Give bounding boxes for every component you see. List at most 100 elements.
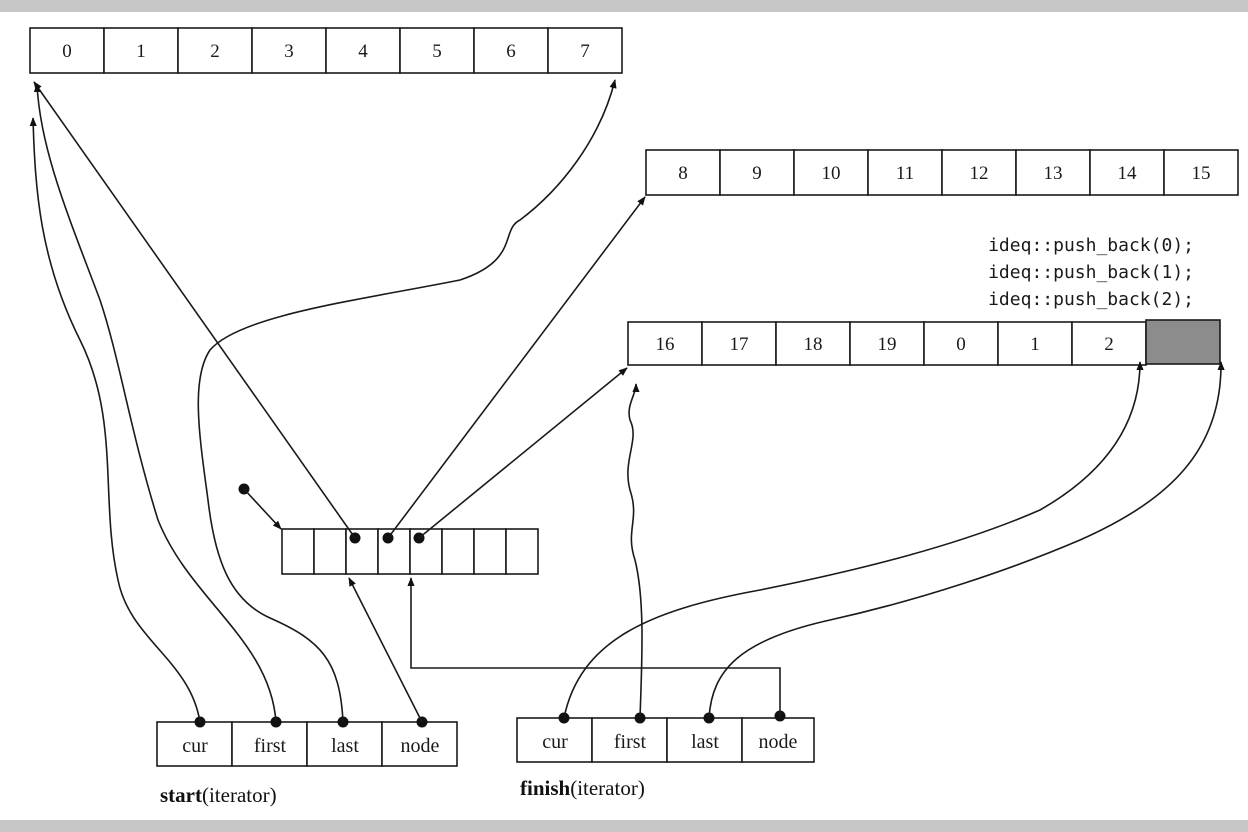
start-field-cur: cur bbox=[156, 721, 233, 767]
buffer-3: 16 17 18 19 0 1 2 bbox=[627, 319, 1221, 366]
cell-value: 19 bbox=[878, 334, 897, 355]
map-slot bbox=[441, 528, 475, 575]
field-label: last bbox=[331, 735, 359, 757]
field-label: node bbox=[759, 731, 798, 753]
field-label: last bbox=[691, 731, 719, 753]
start-caption: start(iterator) bbox=[160, 783, 277, 807]
buffer-cell: 2 bbox=[1071, 321, 1147, 366]
push-back-code: ideq::push_back(0); ideq::push_back(1); … bbox=[988, 235, 1194, 310]
map-pointer bbox=[238, 483, 282, 530]
field-label: first bbox=[614, 731, 647, 753]
finish-field-last: last bbox=[666, 717, 743, 763]
buffer-cell: 6 bbox=[473, 27, 549, 74]
cell-value: 12 bbox=[970, 163, 989, 184]
buffer-cell: 0 bbox=[923, 321, 999, 366]
finish-iterator: cur first last node bbox=[516, 710, 815, 763]
buffer-cell: 13 bbox=[1015, 149, 1091, 196]
bottom-edge-bar bbox=[0, 820, 1248, 832]
buffer-cell: 12 bbox=[941, 149, 1017, 196]
buffer-cell: 17 bbox=[701, 321, 777, 366]
start-caption-name: start bbox=[160, 783, 202, 807]
code-line: ideq::push_back(2); bbox=[988, 289, 1194, 310]
finish-caption-kind: (iterator) bbox=[570, 776, 645, 800]
code-line: ideq::push_back(0); bbox=[988, 235, 1194, 256]
finish-field-node: node bbox=[741, 717, 815, 763]
start-field-node: node bbox=[381, 721, 458, 767]
cell-value: 6 bbox=[506, 41, 516, 62]
finish-last-arrow bbox=[708, 361, 1225, 719]
field-label: node bbox=[401, 735, 440, 757]
finish-field-cur: cur bbox=[516, 717, 593, 763]
cell-value: 5 bbox=[432, 41, 442, 62]
map-to-buffer-3-arrow bbox=[418, 367, 628, 539]
start-first-arrow bbox=[33, 83, 277, 723]
cell-value: 2 bbox=[210, 41, 220, 62]
buffer-cell: 15 bbox=[1163, 149, 1239, 196]
cell-value: 4 bbox=[358, 41, 368, 62]
start-last-arrow bbox=[197, 79, 617, 723]
buffer-cell: 16 bbox=[627, 321, 703, 366]
finish-field-first: first bbox=[591, 717, 668, 763]
cell-value: 1 bbox=[1030, 334, 1040, 355]
cell-value: 17 bbox=[730, 334, 749, 355]
finish-caption-name: finish bbox=[520, 776, 571, 800]
cell-value: 14 bbox=[1118, 163, 1138, 184]
buffer-cell: 1 bbox=[103, 27, 179, 74]
map-to-buffer-1-arrow bbox=[33, 81, 356, 539]
cell-value: 1 bbox=[136, 41, 146, 62]
cell-value: 7 bbox=[580, 41, 590, 62]
buffer-2: 8 9 10 11 12 13 14 15 bbox=[645, 149, 1239, 196]
cell-value: 9 bbox=[752, 163, 762, 184]
cell-value: 3 bbox=[284, 41, 294, 62]
field-label: cur bbox=[542, 731, 568, 753]
buffer-cell: 3 bbox=[251, 27, 327, 74]
cell-value: 11 bbox=[896, 163, 914, 184]
map-array bbox=[281, 528, 539, 575]
map-slot bbox=[377, 528, 411, 575]
buffer-cell: 10 bbox=[793, 149, 869, 196]
map-slot bbox=[313, 528, 347, 575]
start-field-last: last bbox=[306, 721, 383, 767]
buffer-cell: 1 bbox=[997, 321, 1073, 366]
buffer-cell: 8 bbox=[645, 149, 721, 196]
cell-value: 8 bbox=[678, 163, 688, 184]
cell-value: 13 bbox=[1044, 163, 1063, 184]
start-caption-kind: (iterator) bbox=[202, 783, 277, 807]
cell-value: 0 bbox=[62, 41, 72, 62]
finish-cur-arrow bbox=[563, 361, 1144, 719]
cell-value: 16 bbox=[656, 334, 675, 355]
code-line: ideq::push_back(1); bbox=[988, 262, 1194, 283]
buffer-cell: 14 bbox=[1089, 149, 1165, 196]
buffer-cell: 5 bbox=[399, 27, 475, 74]
finish-first-arrow bbox=[627, 383, 643, 719]
buffer-cell: 4 bbox=[325, 27, 401, 74]
map-pointer-arrow bbox=[243, 488, 282, 530]
cell-value: 15 bbox=[1192, 163, 1211, 184]
field-label: first bbox=[254, 735, 287, 757]
buffer-cell-unused bbox=[1145, 319, 1221, 365]
cell-value: 10 bbox=[822, 163, 841, 184]
start-cur-arrow bbox=[29, 117, 201, 723]
map-slot bbox=[473, 528, 507, 575]
finish-caption: finish(iterator) bbox=[520, 776, 645, 800]
cell-value: 0 bbox=[956, 334, 966, 355]
cell-value: 2 bbox=[1104, 334, 1114, 355]
map-slot bbox=[505, 528, 539, 575]
top-edge-bar bbox=[0, 0, 1248, 12]
buffer-cell: 7 bbox=[547, 27, 623, 74]
buffer-cell: 2 bbox=[177, 27, 253, 74]
cell-value: 18 bbox=[804, 334, 823, 355]
buffer-cell: 19 bbox=[849, 321, 925, 366]
start-node-arrow bbox=[348, 577, 423, 723]
start-iterator: cur first last node bbox=[156, 716, 458, 767]
buffer-cell: 11 bbox=[867, 149, 943, 196]
finish-node-arrow bbox=[407, 577, 781, 716]
start-field-first: first bbox=[231, 721, 308, 767]
field-label: cur bbox=[182, 735, 208, 757]
map-to-buffer-2-arrow bbox=[387, 196, 646, 539]
buffer-cell: 9 bbox=[719, 149, 795, 196]
map-slot bbox=[281, 528, 315, 575]
buffer-cell: 0 bbox=[29, 27, 105, 74]
buffer-cell: 18 bbox=[775, 321, 851, 366]
